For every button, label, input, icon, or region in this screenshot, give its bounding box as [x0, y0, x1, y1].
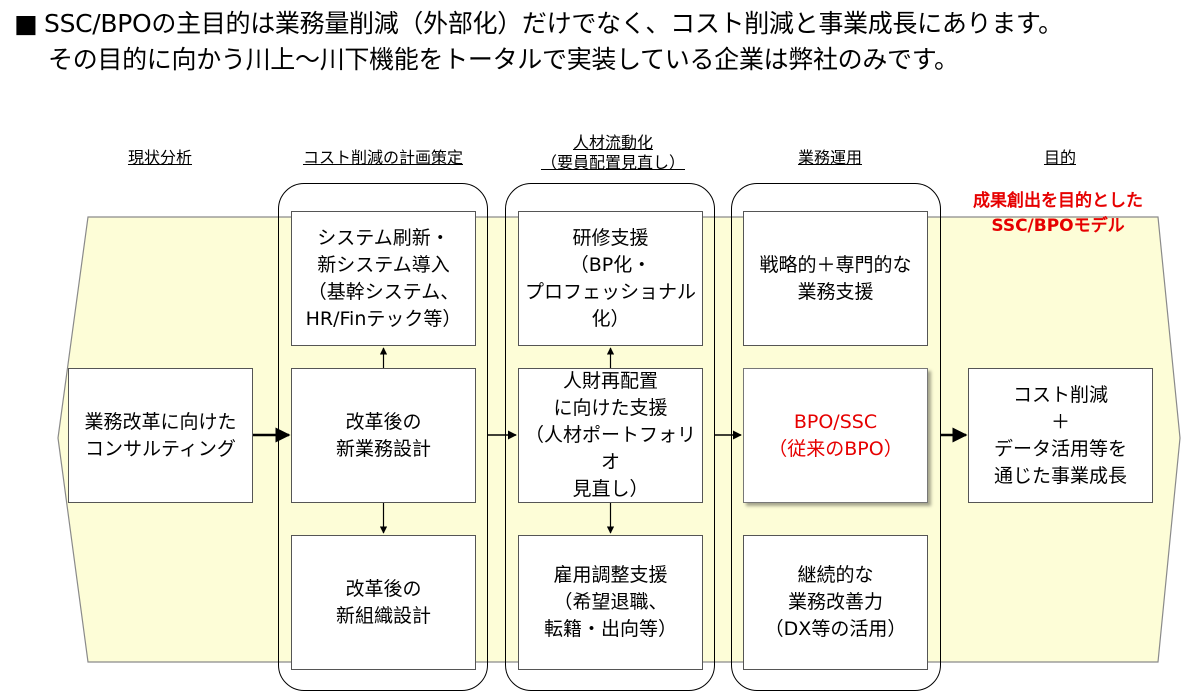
reallocation-support-box: 人財再配置 に向けた支援 （人材ポートフォリオ 見直し） — [518, 368, 703, 503]
consulting-box: 業務改革に向けた コンサルティング — [68, 368, 253, 503]
system-renewal-box: システム刷新・ 新システム導入 （基幹システム、 HR/Finテック等） — [291, 211, 476, 346]
operation-group — [731, 183, 941, 691]
employment-adjustment-box: 雇用調整支援 （希望退職、 転籍・出向等） — [518, 535, 703, 670]
goal-model-label: 成果創出を目的とした SSC/BPOモデル — [948, 189, 1168, 239]
column-title-planning: コスト削減の計画策定 — [302, 148, 463, 167]
goal-text-4: 通じた事業成長 — [993, 464, 1127, 487]
reallocation-text-4: 見直し） — [572, 478, 649, 500]
bpo-ssc-text-2: （従来のBPO） — [768, 437, 903, 460]
continuous-text-2: 業務改善力 — [787, 591, 883, 613]
strategic-text-1: 戦略的＋専門的な — [759, 253, 912, 276]
new-process-text-1: 改革後の — [345, 410, 422, 433]
heading-line-2: その目的に向かう川上～川下機能をトータルで実装している企業は弊社のみです。 — [48, 45, 959, 74]
square-bullet-icon: ■ — [14, 9, 38, 38]
continuous-text-3: （DX等の活用） — [764, 618, 907, 640]
new-process-text-2: 新業務設計 — [335, 437, 431, 460]
talent-group — [505, 183, 715, 691]
consulting-text-2: コンサルティング — [85, 437, 236, 460]
reallocation-text-3: （人材ポートフォリオ — [524, 424, 696, 473]
employment-text-2: （希望退職、 — [553, 591, 668, 613]
heading-line-1: ■SSC/BPOの主目的は業務量削減（外部化）だけでなく、コスト削減と事業成長に… — [14, 6, 1194, 42]
strategic-support-box: 戦略的＋専門的な 業務支援 — [743, 211, 928, 346]
goal-text-2: ＋ — [1050, 410, 1070, 433]
consulting-text-1: 業務改革に向けた — [84, 410, 237, 433]
new-org-design-box: 改革後の 新組織設計 — [291, 535, 476, 670]
training-support-box: 研修支援 （BP化・ プロフェッショナル化） — [518, 211, 703, 346]
system-renewal-text-4: HR/Finテック等） — [305, 307, 462, 330]
column-title-operation: 業務運用 — [797, 148, 862, 167]
goal-text-1: コスト削減 — [1012, 383, 1108, 406]
training-text-1: 研修支援 — [572, 226, 649, 249]
column-title-talent: 人材流動化 （要員配置見直し） — [520, 133, 706, 173]
new-process-design-box: 改革後の 新業務設計 — [291, 368, 476, 503]
heading-text-1: SSC/BPOの主目的は業務量削減（外部化）だけでなく、コスト削減と事業成長にあ… — [44, 9, 1063, 38]
reallocation-text-1: 人財再配置 — [562, 370, 658, 392]
new-org-text-1: 改革後の — [345, 577, 422, 600]
strategic-text-2: 業務支援 — [797, 280, 874, 303]
new-org-text-2: 新組織設計 — [335, 604, 431, 627]
training-text-2: （BP化・ — [569, 253, 652, 276]
column-title-talent-line2: （要員配置見直し） — [540, 153, 685, 172]
continuous-improvement-box: 継続的な 業務改善力 （DX等の活用） — [743, 535, 928, 670]
goal-text-3: データ活用等を — [993, 437, 1127, 460]
bpo-ssc-text-1: BPO/SSC — [793, 410, 878, 433]
system-renewal-text-1: システム刷新・ — [317, 226, 450, 249]
goal-model-label-line1: 成果創出を目的とした — [973, 191, 1143, 211]
continuous-text-1: 継続的な — [797, 564, 874, 586]
system-renewal-text-3: （基幹システム、 — [307, 280, 460, 303]
bpo-ssc-box: BPO/SSC （従来のBPO） — [743, 368, 928, 503]
reallocation-text-2: に向けた支援 — [553, 397, 668, 419]
goal-box: コスト削減 ＋ データ活用等を 通じた事業成長 — [968, 368, 1153, 503]
column-title-purpose: 目的 — [1043, 148, 1076, 167]
column-title-analysis: 現状分析 — [127, 148, 192, 167]
employment-text-1: 雇用調整支援 — [553, 564, 668, 586]
goal-model-label-line2: SSC/BPOモデル — [991, 216, 1125, 236]
page-heading: ■SSC/BPOの主目的は業務量削減（外部化）だけでなく、コスト削減と事業成長に… — [14, 6, 1194, 78]
employment-text-3: 転籍・出向等） — [543, 618, 677, 640]
column-title-talent-line1: 人材流動化 — [572, 133, 653, 152]
system-renewal-text-2: 新システム導入 — [317, 253, 450, 276]
training-text-3: プロフェッショナル化） — [524, 280, 696, 330]
